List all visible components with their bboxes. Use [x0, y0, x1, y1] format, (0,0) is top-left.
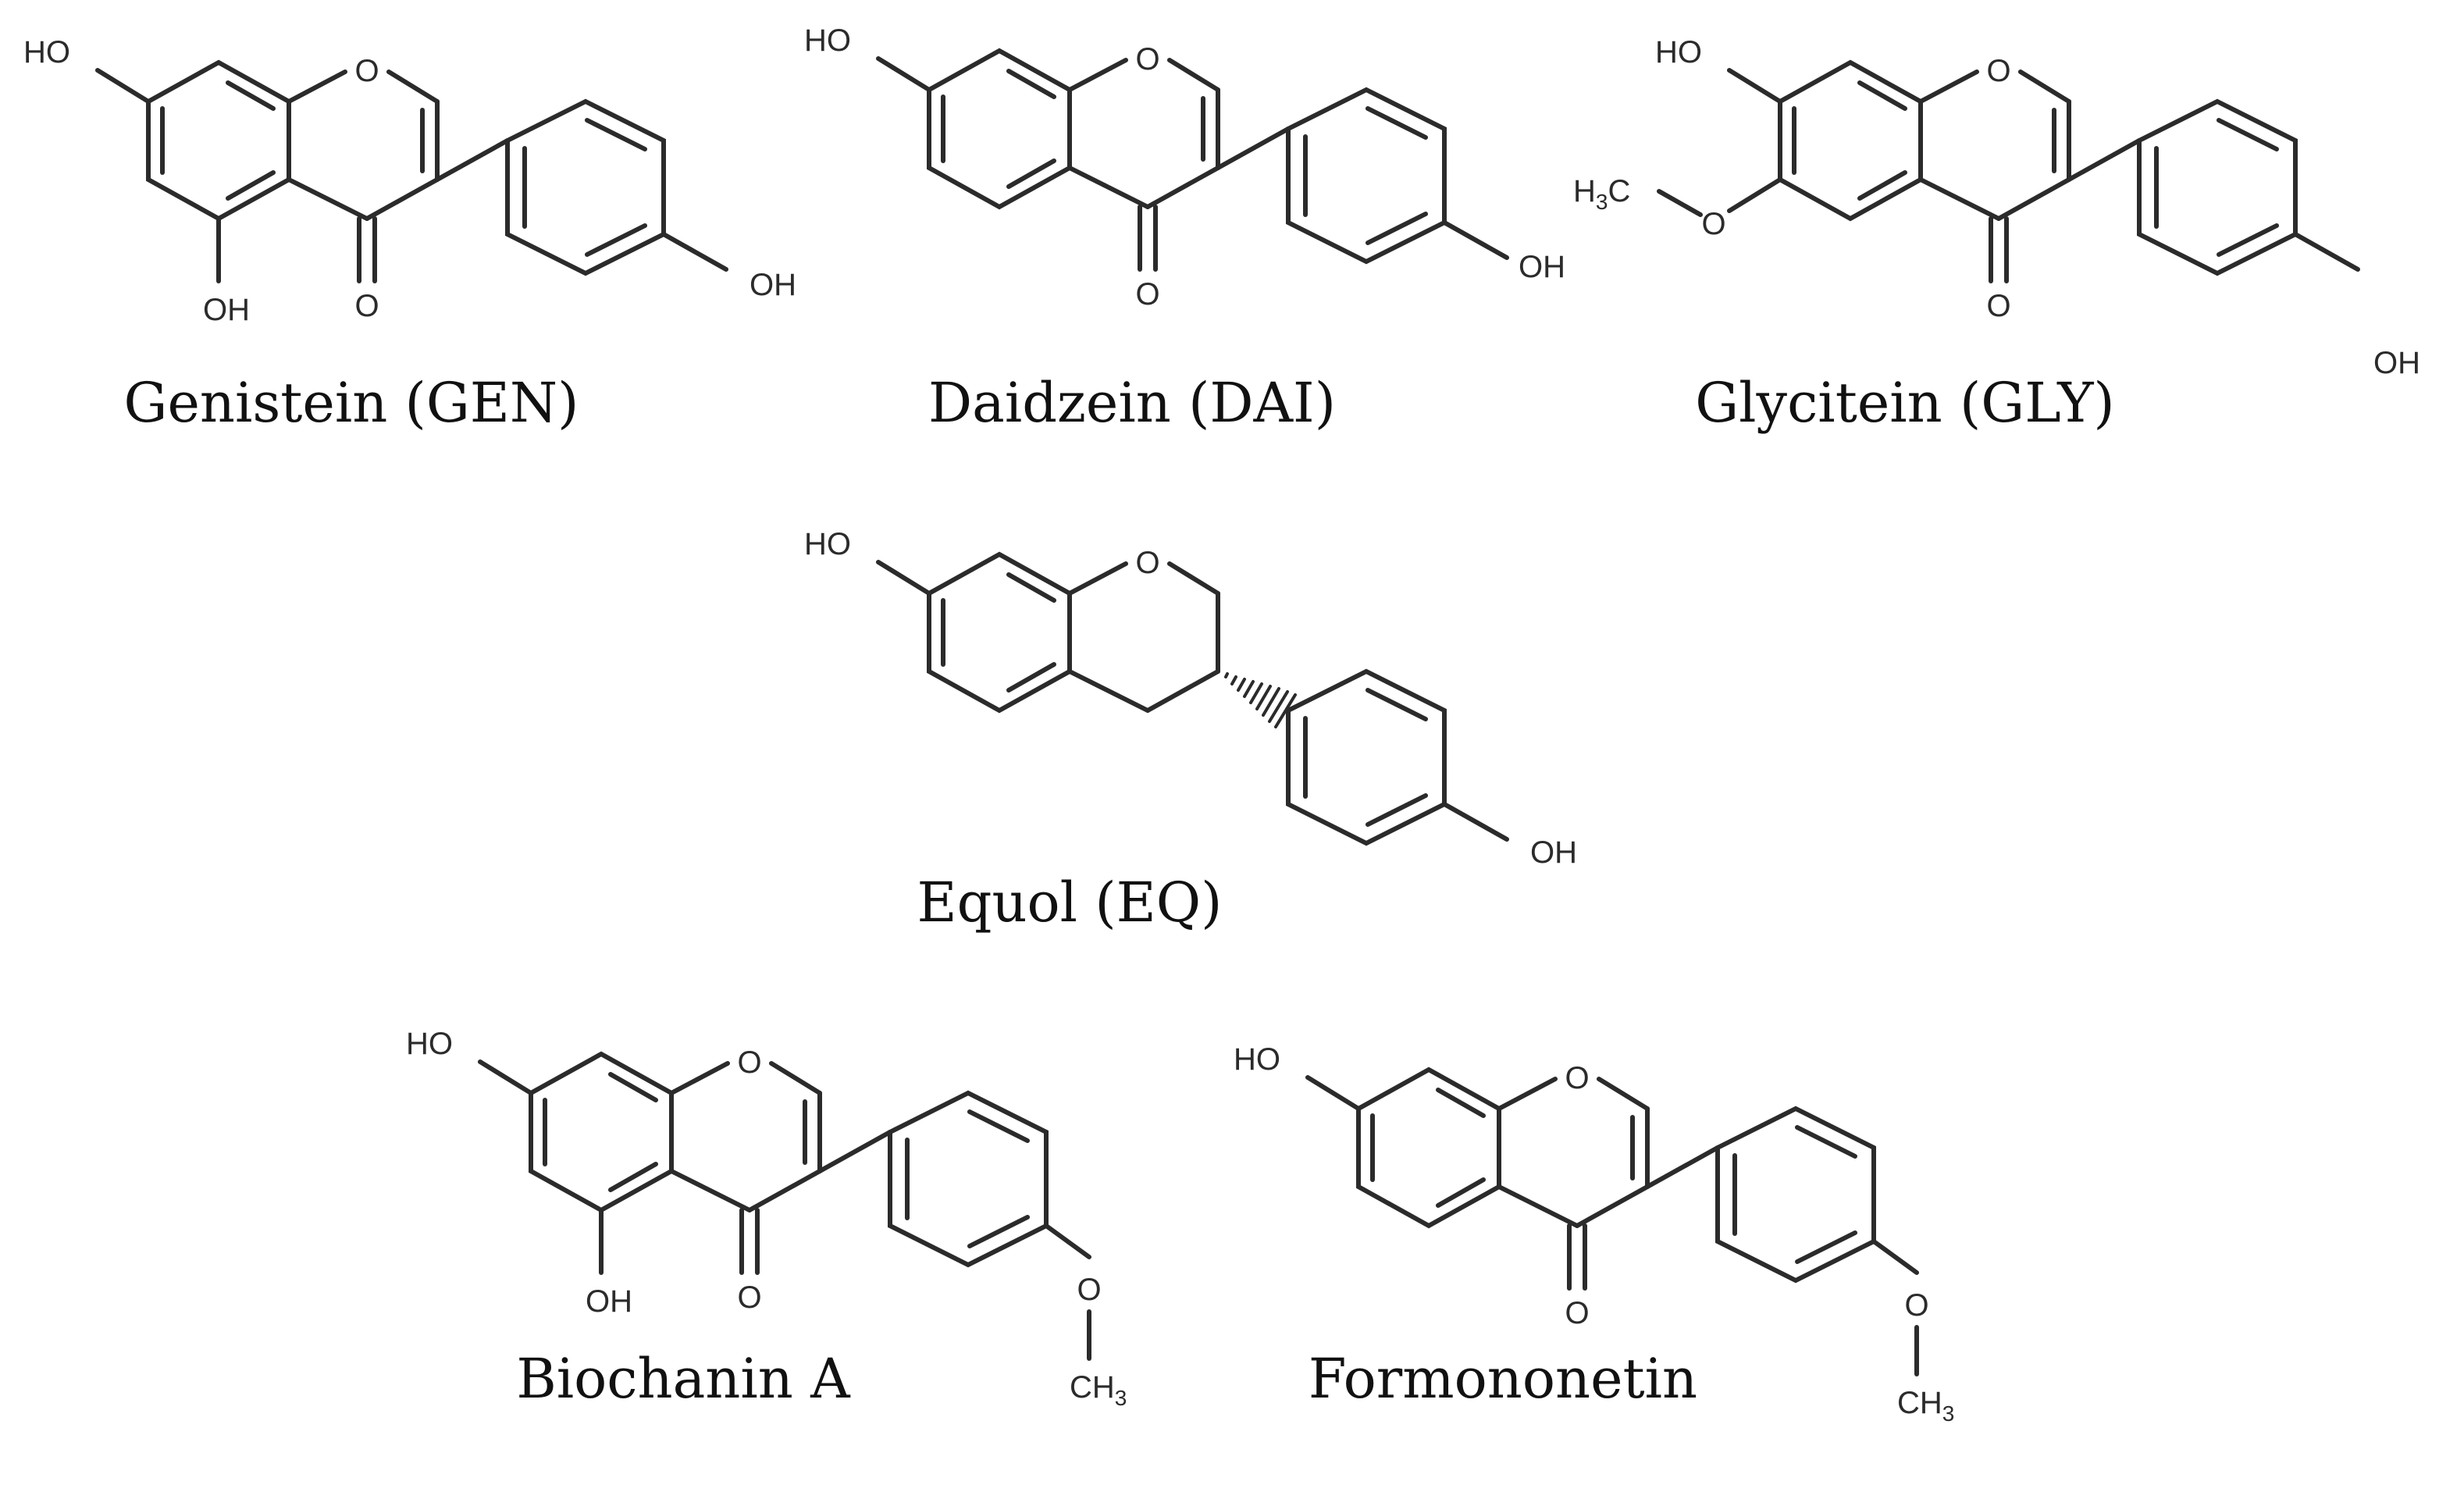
atom-oh-4p: OH: [750, 268, 796, 302]
atom-oh-7: HO: [1655, 35, 1702, 69]
compound-name: Glycitein (GLY): [1695, 371, 2114, 435]
atom-carbonyl-o: O: [1986, 289, 2010, 323]
atom-oh-5: OH: [203, 293, 250, 327]
atom-oh-7: HO: [23, 35, 70, 69]
compound-name: Biochanin A: [516, 1347, 851, 1411]
compound-formononetin: O O HO O CH3 Formononetin: [1234, 1042, 1954, 1426]
atom-oh-7: HO: [804, 527, 851, 561]
atom-ring-o: O: [1565, 1061, 1589, 1095]
atom-methyl-c: H3C: [1573, 174, 1630, 214]
compound-name: Formononetin: [1309, 1347, 1697, 1411]
compound-name: Equol (EQ): [917, 871, 1223, 935]
compound-glycitein: O O HO O H3C OH Glycitein (GLY): [1573, 35, 2420, 435]
atom-methoxy-o: O: [1077, 1273, 1101, 1307]
atom-oh-5: OH: [586, 1284, 632, 1319]
compound-name: Genistein (GEN): [124, 371, 579, 435]
atom-oh-4p: OH: [1530, 835, 1577, 870]
atom-oh-4p: OH: [2373, 346, 2420, 380]
atom-ring-o: O: [1135, 42, 1159, 77]
atom-carbonyl-o: O: [1135, 277, 1159, 312]
atom-methyl-ch3: CH3: [1897, 1386, 1954, 1426]
atom-oh-7: HO: [406, 1027, 453, 1061]
atom-ring-o: O: [737, 1045, 761, 1080]
atom-methoxy-o: O: [1701, 207, 1725, 241]
atom-ring-o: O: [1135, 546, 1159, 580]
atom-oh-7: HO: [1234, 1042, 1280, 1077]
atom-carbonyl-o: O: [1565, 1296, 1589, 1330]
atom-carbonyl-o: O: [737, 1280, 761, 1315]
compound-biochanin-a: O O HO OH O CH3 Biochanin A: [406, 1027, 1127, 1411]
atom-ring-o: O: [1986, 54, 2010, 88]
compound-daidzein: O O HO OH Daidzein (DAI): [804, 23, 1565, 435]
atom-ring-o: O: [354, 54, 379, 88]
atom-carbonyl-o: O: [354, 289, 379, 323]
atom-methyl-ch3: CH3: [1070, 1370, 1127, 1410]
atom-methoxy-o: O: [1904, 1288, 1928, 1323]
compound-genistein: O O HO OH OH Genistein (GEN): [23, 35, 796, 435]
compound-name: Daidzein (DAI): [928, 371, 1336, 435]
atom-oh-4p: OH: [1519, 250, 1565, 284]
atom-oh-7: HO: [804, 23, 851, 58]
compound-equol: O HO OH Equol (EQ): [804, 527, 1577, 935]
